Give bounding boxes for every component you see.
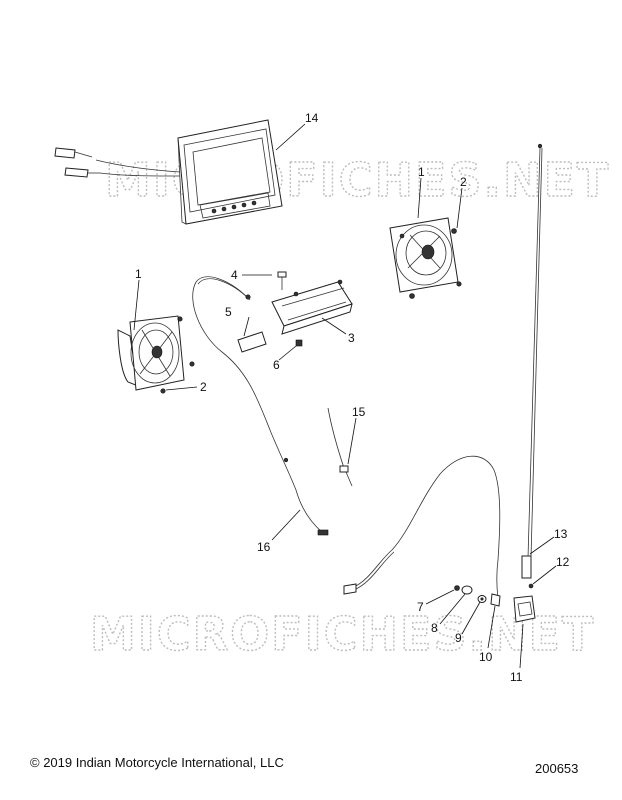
antenna-cable-part [343,455,501,599]
callout-16: 16 [257,540,271,554]
callout-7: 7 [417,600,424,614]
antenna-part [521,143,543,579]
callout-3: 3 [348,331,355,345]
callout-9: 9 [455,631,462,645]
connector-part [237,331,267,353]
watermark-bottom: MICROFICHES.NET [90,607,595,661]
callout-1-right-speaker: 1 [418,165,425,179]
callout-11: 11 [510,670,523,684]
nut-part [295,339,303,347]
callout-10: 10 [479,650,493,664]
callout-1-left-speaker: 1 [135,267,142,281]
cable-tie-part [327,407,353,487]
callout-4: 4 [231,268,238,282]
callout-15: 15 [352,405,366,419]
callout-5: 5 [225,305,232,319]
callout-13: 13 [554,527,568,541]
callout-2-left-speaker: 2 [200,380,207,394]
figure-number: 200653 [535,761,579,776]
display-unit-part [54,119,283,225]
harness-part [192,276,329,536]
antenna-mount-part [513,583,536,623]
hardware-parts [454,585,501,607]
callout-12: 12 [556,555,570,569]
bolt-part [277,271,287,290]
callout-14: 14 [305,111,319,125]
speaker-right-part [389,217,462,299]
copyright-notice: © 2019 Indian Motorcycle International, … [30,755,284,770]
speaker-left-part [117,315,195,394]
callout-8: 8 [431,621,438,635]
amplifier-part [271,279,353,335]
leader-lines [133,123,557,669]
callout-2-right-speaker: 2 [460,175,467,189]
callout-6: 6 [273,358,280,372]
